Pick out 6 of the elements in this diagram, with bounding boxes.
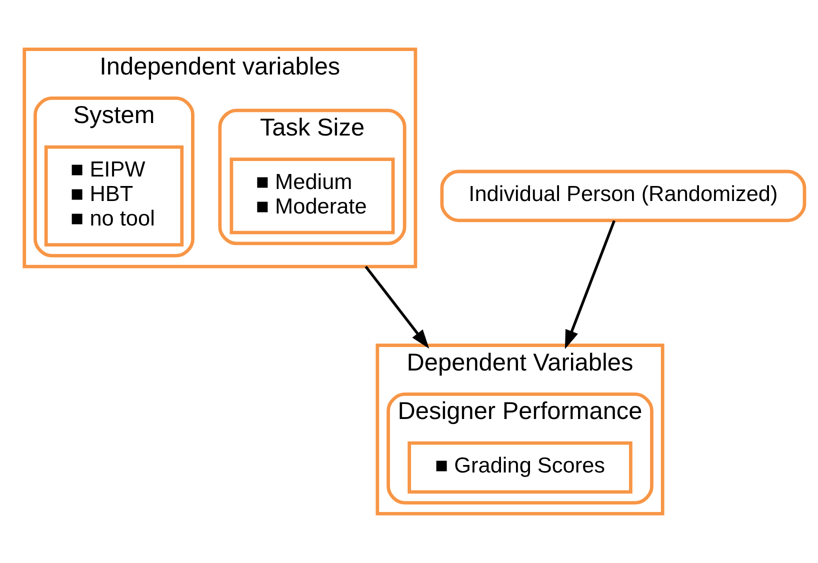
node-box: Individual Person (Randomized)	[440, 170, 806, 222]
node-box: ■ Grading Scores	[408, 441, 632, 494]
node-box: ■ Medium ■ Moderate	[230, 158, 395, 234]
node-box: ■ EIPW ■ HBT ■ no tool	[44, 145, 184, 247]
arrow	[364, 266, 430, 349]
arrow	[564, 220, 616, 350]
